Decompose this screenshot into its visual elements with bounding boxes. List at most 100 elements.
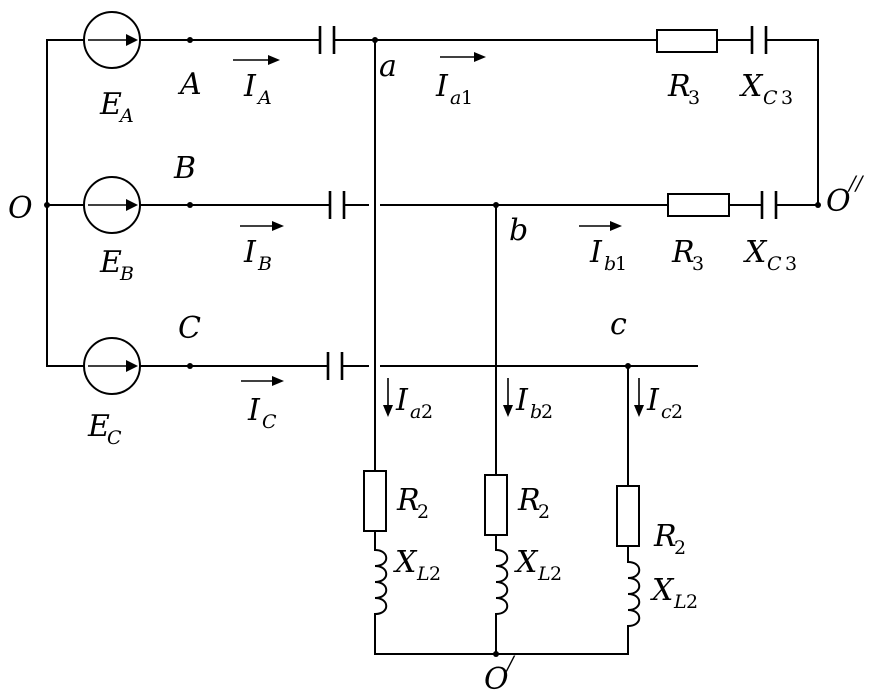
label-r3-top: R 3 [667, 69, 700, 109]
label-xc3-top: X C 3 [739, 69, 793, 109]
svg-text:2: 2 [550, 563, 562, 585]
svg-text:a: a [450, 87, 461, 109]
capacitor-line-a [318, 26, 336, 54]
svg-text:L: L [537, 563, 551, 585]
svg-text:2: 2 [686, 591, 698, 613]
svg-text:C: C [767, 253, 782, 275]
node-b-dot [493, 202, 499, 208]
svg-text:R: R [396, 483, 420, 518]
label-r3-mid: R 3 [671, 235, 704, 275]
svg-text:I: I [395, 383, 409, 418]
svg-text:I: I [247, 393, 261, 428]
svg-text:E: E [87, 409, 110, 444]
node-o-prime-dot [493, 651, 499, 657]
svg-text:3: 3 [785, 253, 797, 275]
svg-text:C: C [107, 427, 122, 449]
label-node-a: a [379, 49, 397, 84]
svg-text:O: O [826, 184, 851, 219]
capacitor-xc3-mid [760, 191, 778, 219]
label-ia2: I a 2 [395, 383, 433, 423]
svg-text:C: C [763, 87, 778, 109]
node-b-upper-dot [187, 202, 193, 208]
node-a-upper-dot [187, 37, 193, 43]
label-eb: E B [99, 245, 134, 285]
inductor-xl2-a [373, 548, 388, 616]
current-arrows [233, 52, 644, 417]
svg-text:R: R [671, 235, 695, 270]
svg-text:2: 2 [674, 537, 686, 559]
node-o-dot [44, 202, 50, 208]
svg-text:3: 3 [692, 253, 704, 275]
source-eb [83, 176, 141, 234]
resistor-r2-c [616, 485, 640, 547]
node-o-double-prime-dot [815, 202, 821, 208]
label-r2-c: R 2 [653, 519, 686, 559]
label-o-prime: O / [484, 651, 516, 697]
label-ea: E A [99, 87, 134, 127]
source-ea [83, 11, 141, 69]
label-xl2-a: X L 2 [393, 545, 441, 585]
svg-text:R: R [653, 519, 677, 554]
node-c-upper-dot [187, 363, 193, 369]
capacitor-line-c [326, 352, 344, 380]
svg-text:C: C [262, 411, 277, 433]
svg-text:E: E [99, 245, 122, 280]
svg-text:E: E [99, 87, 122, 122]
svg-text:2: 2 [429, 563, 441, 585]
svg-text:I: I [435, 69, 449, 104]
capacitor-line-b [328, 191, 346, 219]
svg-text:A: A [256, 87, 272, 109]
wires [46, 39, 819, 655]
label-o-double-prime: O // [826, 171, 865, 219]
svg-text:R: R [517, 483, 541, 518]
resistor-r2-a [363, 470, 387, 532]
label-xl2-c: X L 2 [650, 573, 698, 613]
label-node-b: b [509, 213, 528, 248]
label-node-C: C [178, 311, 201, 346]
label-node-A: A [177, 67, 202, 102]
svg-text:a: a [410, 401, 421, 423]
svg-text:2: 2 [541, 401, 553, 423]
svg-text:1: 1 [461, 87, 473, 109]
svg-text:2: 2 [538, 501, 550, 523]
junction-dots [44, 37, 821, 657]
svg-text:L: L [673, 591, 687, 613]
label-ib: I B [243, 235, 272, 275]
svg-text:I: I [589, 235, 603, 270]
svg-text:I: I [515, 383, 529, 418]
source-ec [83, 337, 141, 395]
label-node-o: O [8, 191, 33, 226]
label-xl2-b: X L 2 [514, 545, 562, 585]
svg-text:I: I [646, 383, 660, 418]
label-ib1: I b 1 [589, 235, 627, 275]
label-ic: I C [247, 393, 277, 433]
svg-text:2: 2 [421, 401, 433, 423]
label-ia: I A [243, 69, 272, 109]
label-ib2: I b 2 [515, 383, 553, 423]
svg-text:3: 3 [688, 87, 700, 109]
svg-text:X: X [514, 545, 539, 580]
svg-text:X: X [743, 235, 768, 270]
svg-text:R: R [667, 69, 691, 104]
capacitor-xc3-top [750, 26, 768, 54]
svg-text:X: X [650, 573, 675, 608]
label-ic2: I c 2 [646, 383, 683, 423]
svg-text:I: I [243, 69, 257, 104]
svg-text:/: / [505, 651, 516, 675]
resistor-r3-mid [667, 193, 730, 217]
inductor-xl2-b [494, 548, 509, 616]
label-node-B: B [173, 151, 196, 186]
resistor-r2-b [484, 474, 508, 536]
svg-text:L: L [416, 563, 430, 585]
svg-text:I: I [243, 235, 257, 270]
label-r2-b: R 2 [517, 483, 550, 523]
svg-text:A: A [118, 105, 134, 127]
svg-text://: // [847, 171, 865, 195]
label-ia1: I a 1 [435, 69, 473, 109]
svg-text:c: c [661, 401, 672, 423]
svg-text:B: B [119, 263, 134, 285]
svg-text:X: X [393, 545, 418, 580]
svg-text:1: 1 [615, 253, 627, 275]
